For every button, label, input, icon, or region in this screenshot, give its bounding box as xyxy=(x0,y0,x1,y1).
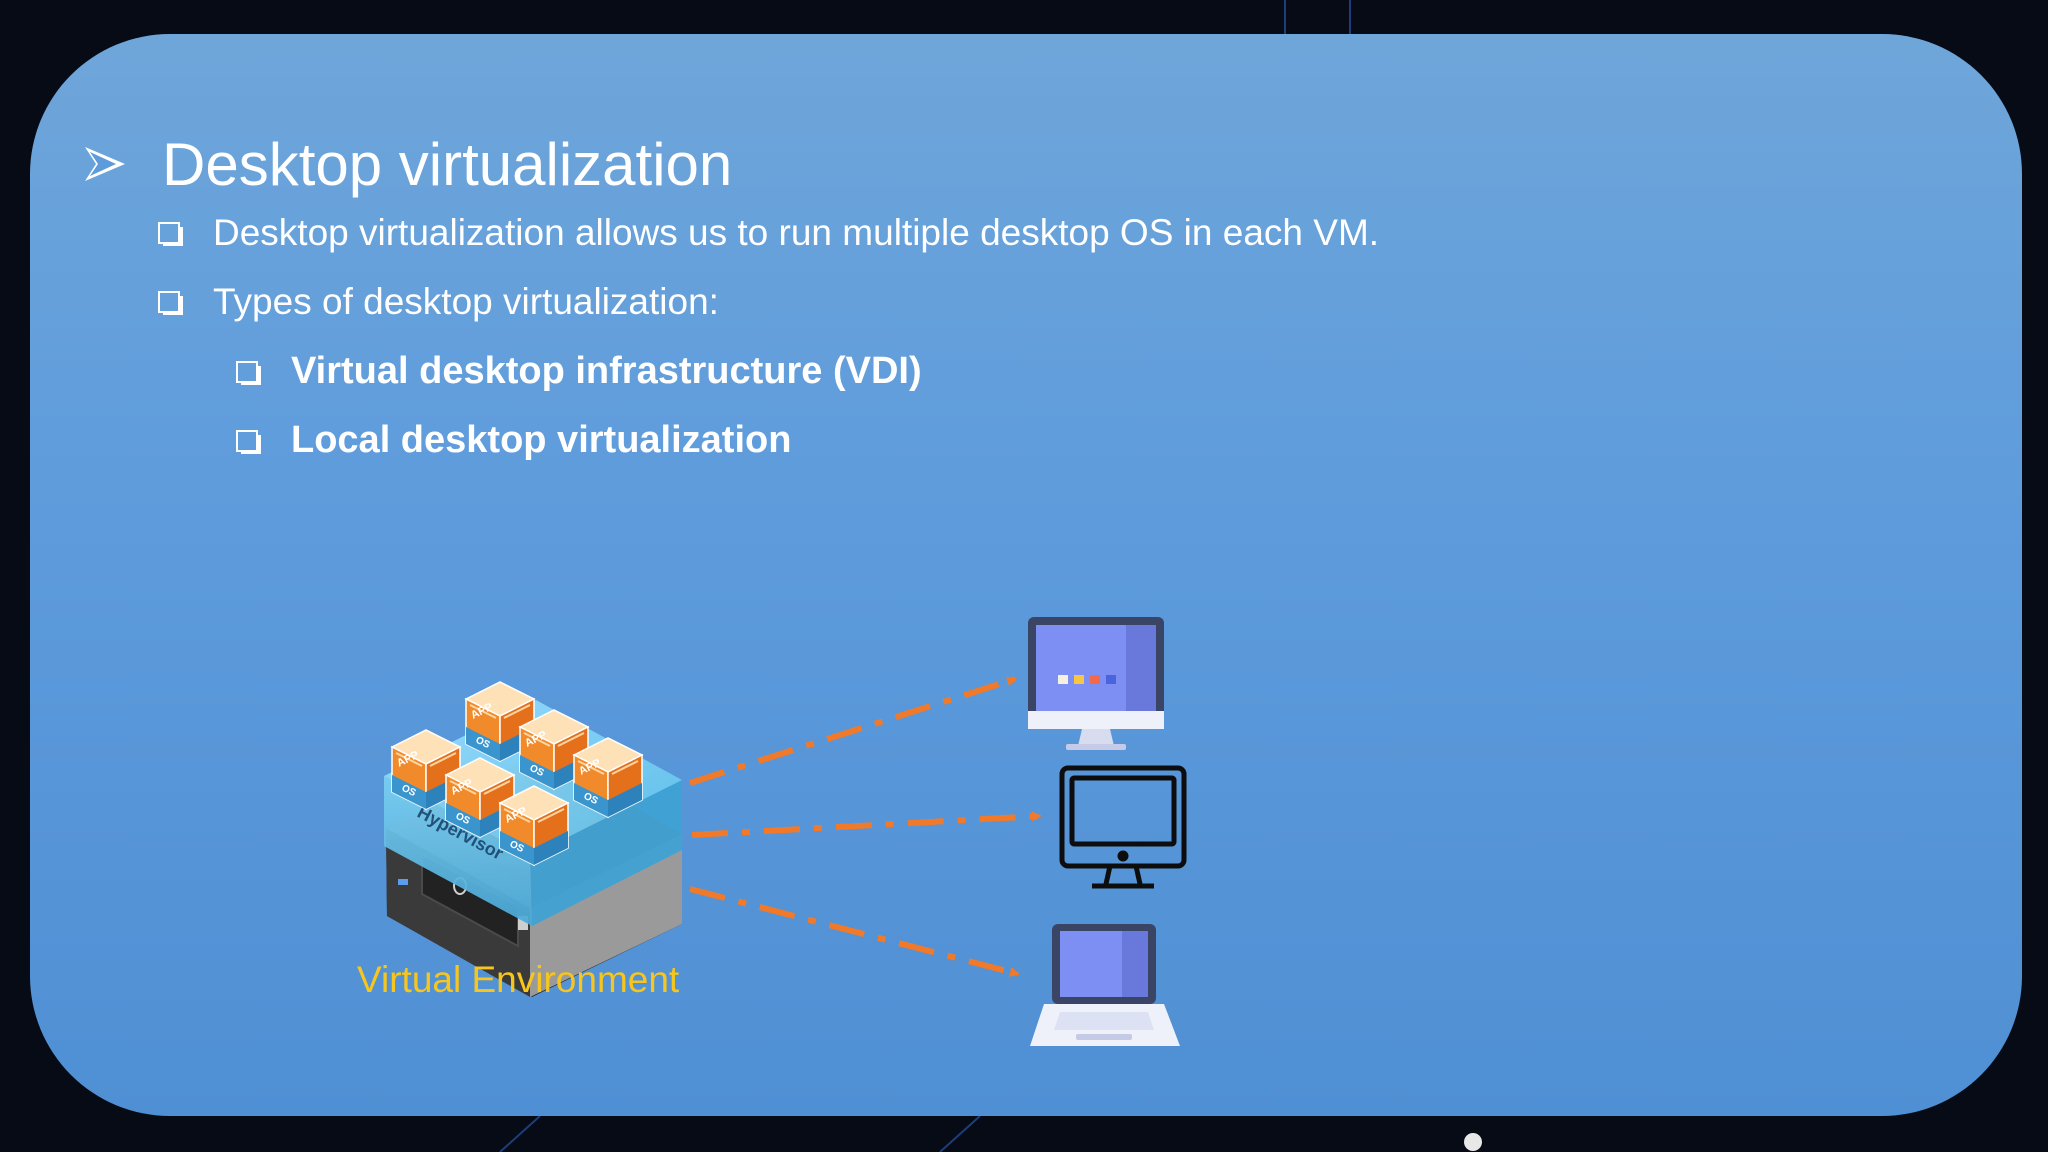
sub-bullet-text: Local desktop virtualization xyxy=(291,419,792,461)
sub-bullet-item: Virtual desktop infrastructure (VDI) xyxy=(236,350,922,393)
title-row: Desktop virtualization xyxy=(82,124,732,204)
bullet-text: Desktop virtualization allows us to run … xyxy=(213,212,1380,253)
virtual-environment-label: Virtual Environment xyxy=(357,959,680,1000)
virtualization-diagram: APP OS Hypervisor xyxy=(384,617,1187,1046)
bullet-text: Types of desktop virtualization: xyxy=(213,281,719,322)
bullet-item: Types of desktop virtualization: xyxy=(158,281,719,323)
bullet-item: Desktop virtualization allows us to run … xyxy=(158,212,1379,254)
arrowhead-bullet-icon xyxy=(85,147,125,181)
sub-bullet-text: Virtual desktop infrastructure (VDI) xyxy=(291,350,922,392)
slide-title: Desktop virtualization xyxy=(162,130,733,198)
connection-arrows xyxy=(689,676,1042,977)
checkbox-bullet-icon xyxy=(236,429,261,454)
cursor-dot xyxy=(1464,1133,1482,1151)
vm-box-icon xyxy=(499,785,569,866)
sub-bullet-item: Local desktop virtualization xyxy=(236,419,791,462)
checkbox-bullet-icon xyxy=(158,291,183,315)
checkbox-bullet-icon xyxy=(158,222,183,246)
monitor-icon xyxy=(1028,617,1164,750)
vm-box-icon xyxy=(573,737,643,818)
slide: Desktop virtualization Desktop virtualiz… xyxy=(30,34,2022,1116)
desktop-monitor-icon xyxy=(1059,765,1187,889)
laptop-icon xyxy=(1030,924,1180,1046)
checkbox-bullet-icon xyxy=(236,360,261,385)
